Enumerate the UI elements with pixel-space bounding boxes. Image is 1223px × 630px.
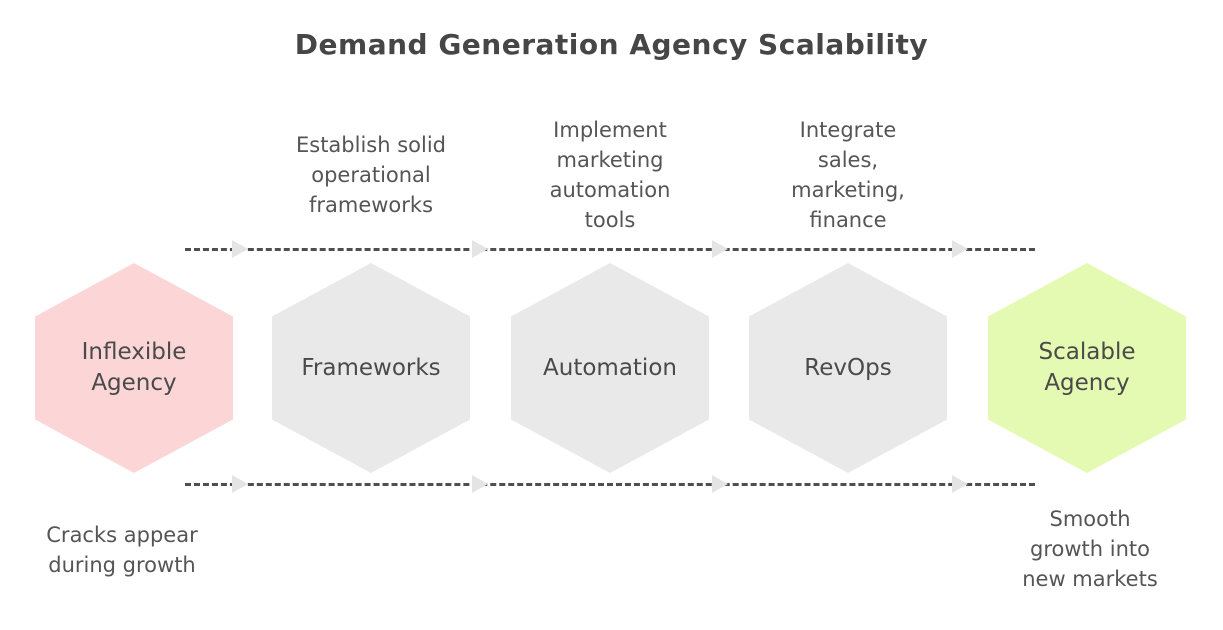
step-label-frameworks: Establish solid operational frameworks (295, 133, 447, 217)
caption-smooth-growth: Smooth growth into new markets (1022, 507, 1158, 591)
hexagon-label: Scalable Agency (1038, 339, 1136, 396)
step-label-revops: Integrate sales, marketing, finance (791, 118, 905, 232)
arrow-right-icon (712, 475, 728, 493)
hexagon-revops: RevOps (749, 263, 947, 473)
arrow-right-icon (472, 240, 488, 258)
arrow-right-icon (952, 240, 968, 258)
page-title: Demand Generation Agency Scalability (294, 28, 929, 61)
arrow-right-icon (472, 475, 488, 493)
arrow-line-top (185, 240, 1035, 258)
arrow-right-icon (952, 475, 968, 493)
step-label-automation: Implement marketing automation tools (549, 118, 671, 232)
arrow-line-bottom (185, 475, 1035, 493)
arrow-right-icon (712, 240, 728, 258)
arrow-right-icon (232, 240, 248, 258)
hexagon-label: RevOps (804, 354, 892, 381)
hexagon-frameworks: Frameworks (272, 263, 470, 473)
hexagon-automation: Automation (511, 263, 709, 473)
hexagon-label: Inflexible Agency (81, 339, 187, 396)
hexagon-scalable-agency: Scalable Agency (988, 263, 1186, 473)
hexagon-inflexible-agency: Inflexible Agency (35, 263, 233, 473)
hexagon-label: Automation (543, 354, 677, 381)
hexagon-label: Frameworks (301, 354, 441, 381)
caption-cracks: Cracks appear during growth (46, 523, 198, 577)
arrow-right-icon (232, 475, 248, 493)
